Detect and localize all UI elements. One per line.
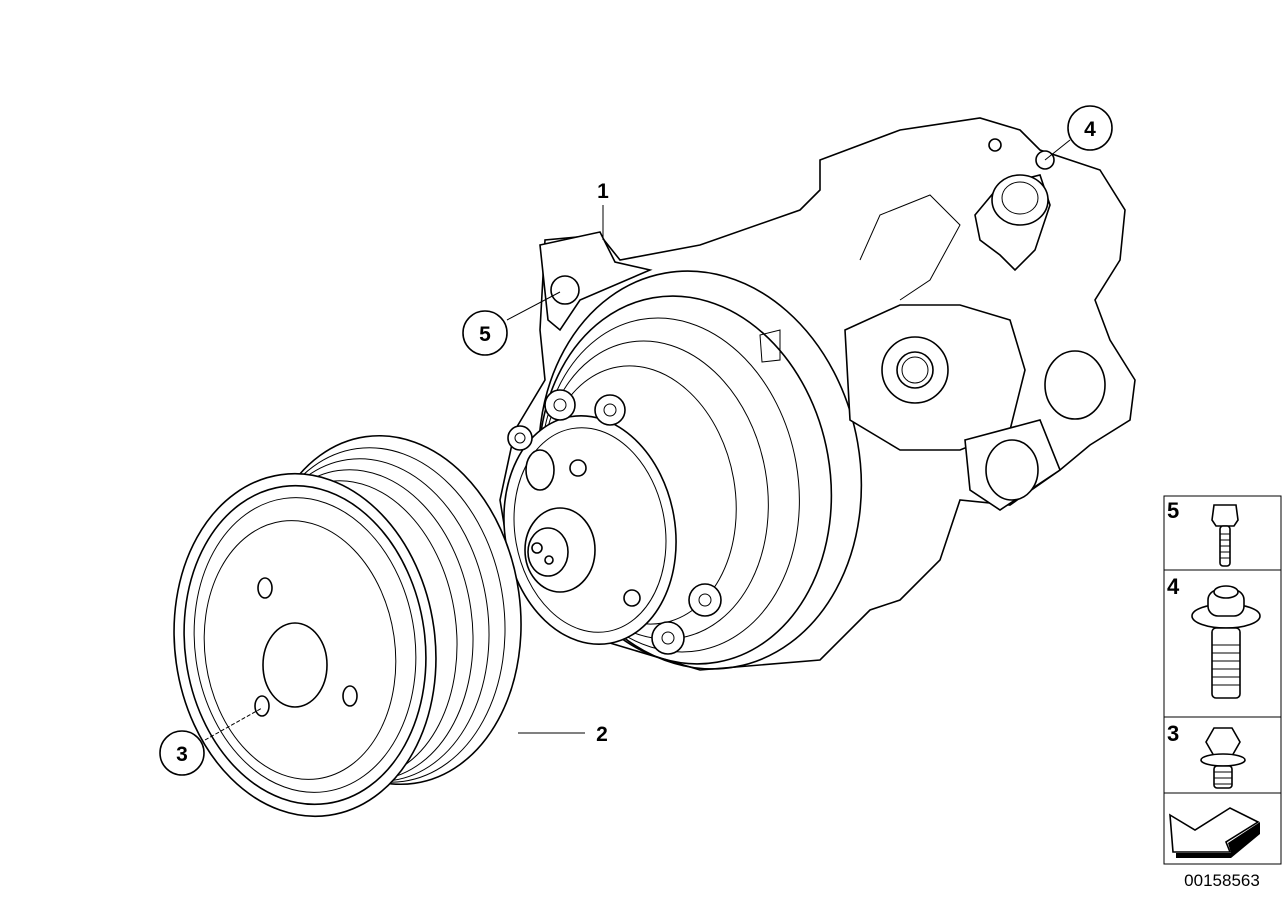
direction-arrow-icon <box>1169 807 1260 858</box>
legend-label: 3 <box>1167 721 1179 746</box>
legend-item-3[interactable]: 3 <box>1167 721 1246 789</box>
hex-flange-bolt-icon <box>1200 727 1246 789</box>
callout-4[interactable]: 4 <box>1044 105 1113 161</box>
callout-label: 4 <box>1084 118 1096 141</box>
pulley[interactable] <box>152 419 543 834</box>
legend-item-5[interactable]: 5 <box>1167 498 1239 567</box>
callout-2[interactable]: 2 <box>518 723 608 746</box>
legend-item-4[interactable]: 4 <box>1167 574 1261 699</box>
drawing-number: 00158563 <box>1184 871 1260 890</box>
callout-3[interactable]: 3 <box>159 707 263 776</box>
callout-label: 2 <box>596 723 608 746</box>
torx-collar-bolt-icon <box>1191 585 1261 699</box>
legend-label: 5 <box>1167 498 1179 523</box>
callout-label: 1 <box>597 180 609 203</box>
legend-label: 4 <box>1167 574 1180 599</box>
callout-label: 3 <box>176 743 188 766</box>
callout-1[interactable]: 1 <box>597 180 609 240</box>
parts-legend: 5 4 3 <box>1163 495 1282 865</box>
callout-label: 5 <box>479 323 491 346</box>
power-steering-pump[interactable] <box>486 117 1136 695</box>
callout-5[interactable]: 5 <box>462 291 561 356</box>
torx-bolt-small-icon <box>1211 504 1239 567</box>
